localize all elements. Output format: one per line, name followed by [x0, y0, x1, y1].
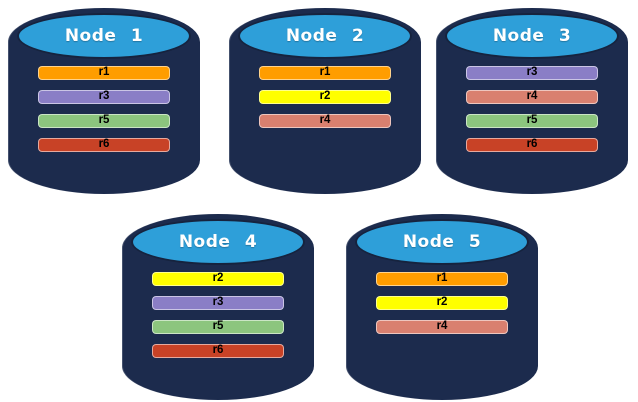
replica-label: r1 — [319, 66, 331, 79]
replica-label: r4 — [319, 114, 331, 127]
replica-label: r1 — [436, 272, 448, 285]
replica-list: r2 r3 r5 r6 — [122, 272, 314, 358]
db-node-4: Node 4 r2 r3 r5 r6 — [122, 214, 314, 400]
cylinder-top-ellipse: Node 1 — [17, 13, 191, 59]
replica-label: r6 — [526, 138, 538, 151]
replica-list: r1 r2 r4 — [229, 66, 421, 128]
replica-label: r3 — [98, 90, 110, 103]
replica-bar-r2: r2 — [259, 90, 391, 104]
cylinder-top-ellipse: Node 3 — [445, 13, 619, 59]
node-label: Node 1 — [64, 26, 144, 46]
replica-bar-r5: r5 — [152, 320, 284, 334]
replica-bar-r3: r3 — [38, 90, 170, 104]
replica-bar-r1: r1 — [376, 272, 508, 286]
replica-bar-r2: r2 — [376, 296, 508, 310]
node-label: Node 2 — [285, 26, 365, 46]
replica-bar-r1: r1 — [259, 66, 391, 80]
replica-bar-r6: r6 — [38, 138, 170, 152]
db-node-2: Node 2 r1 r2 r4 — [229, 8, 421, 194]
node-label: Node 4 — [178, 232, 258, 252]
replica-label: r5 — [212, 320, 224, 333]
replica-bar-r2: r2 — [152, 272, 284, 286]
replica-bar-r4: r4 — [466, 90, 598, 104]
replica-label: r3 — [526, 66, 538, 79]
replica-label: r1 — [98, 66, 110, 79]
replica-label: r4 — [436, 320, 448, 333]
replica-bar-r4: r4 — [259, 114, 391, 128]
replica-bar-r6: r6 — [152, 344, 284, 358]
replica-label: r6 — [212, 344, 224, 357]
replica-list: r1 r2 r4 — [346, 272, 538, 334]
replica-label: r5 — [98, 114, 110, 127]
replica-bar-r5: r5 — [38, 114, 170, 128]
node-label: Node 3 — [492, 26, 572, 46]
replica-label: r3 — [212, 296, 224, 309]
replica-label: r4 — [526, 90, 538, 103]
node-label: Node 5 — [402, 232, 482, 252]
db-node-5: Node 5 r1 r2 r4 — [346, 214, 538, 400]
db-node-3: Node 3 r3 r4 r5 r6 — [436, 8, 628, 194]
replica-bar-r6: r6 — [466, 138, 598, 152]
cylinder-top-ellipse: Node 5 — [355, 219, 529, 265]
replica-label: r6 — [98, 138, 110, 151]
replica-label: r5 — [526, 114, 538, 127]
replica-bar-r5: r5 — [466, 114, 598, 128]
replica-bar-r3: r3 — [466, 66, 598, 80]
cylinder-top-ellipse: Node 4 — [131, 219, 305, 265]
replica-bar-r3: r3 — [152, 296, 284, 310]
replica-label: r2 — [436, 296, 448, 309]
cylinder-top-ellipse: Node 2 — [238, 13, 412, 59]
replica-label: r2 — [212, 272, 224, 285]
replica-bar-r4: r4 — [376, 320, 508, 334]
replica-bar-r1: r1 — [38, 66, 170, 80]
replica-list: r1 r3 r5 r6 — [8, 66, 200, 152]
replica-list: r3 r4 r5 r6 — [436, 66, 628, 152]
replica-label: r2 — [319, 90, 331, 103]
db-node-1: Node 1 r1 r3 r5 r6 — [8, 8, 200, 194]
